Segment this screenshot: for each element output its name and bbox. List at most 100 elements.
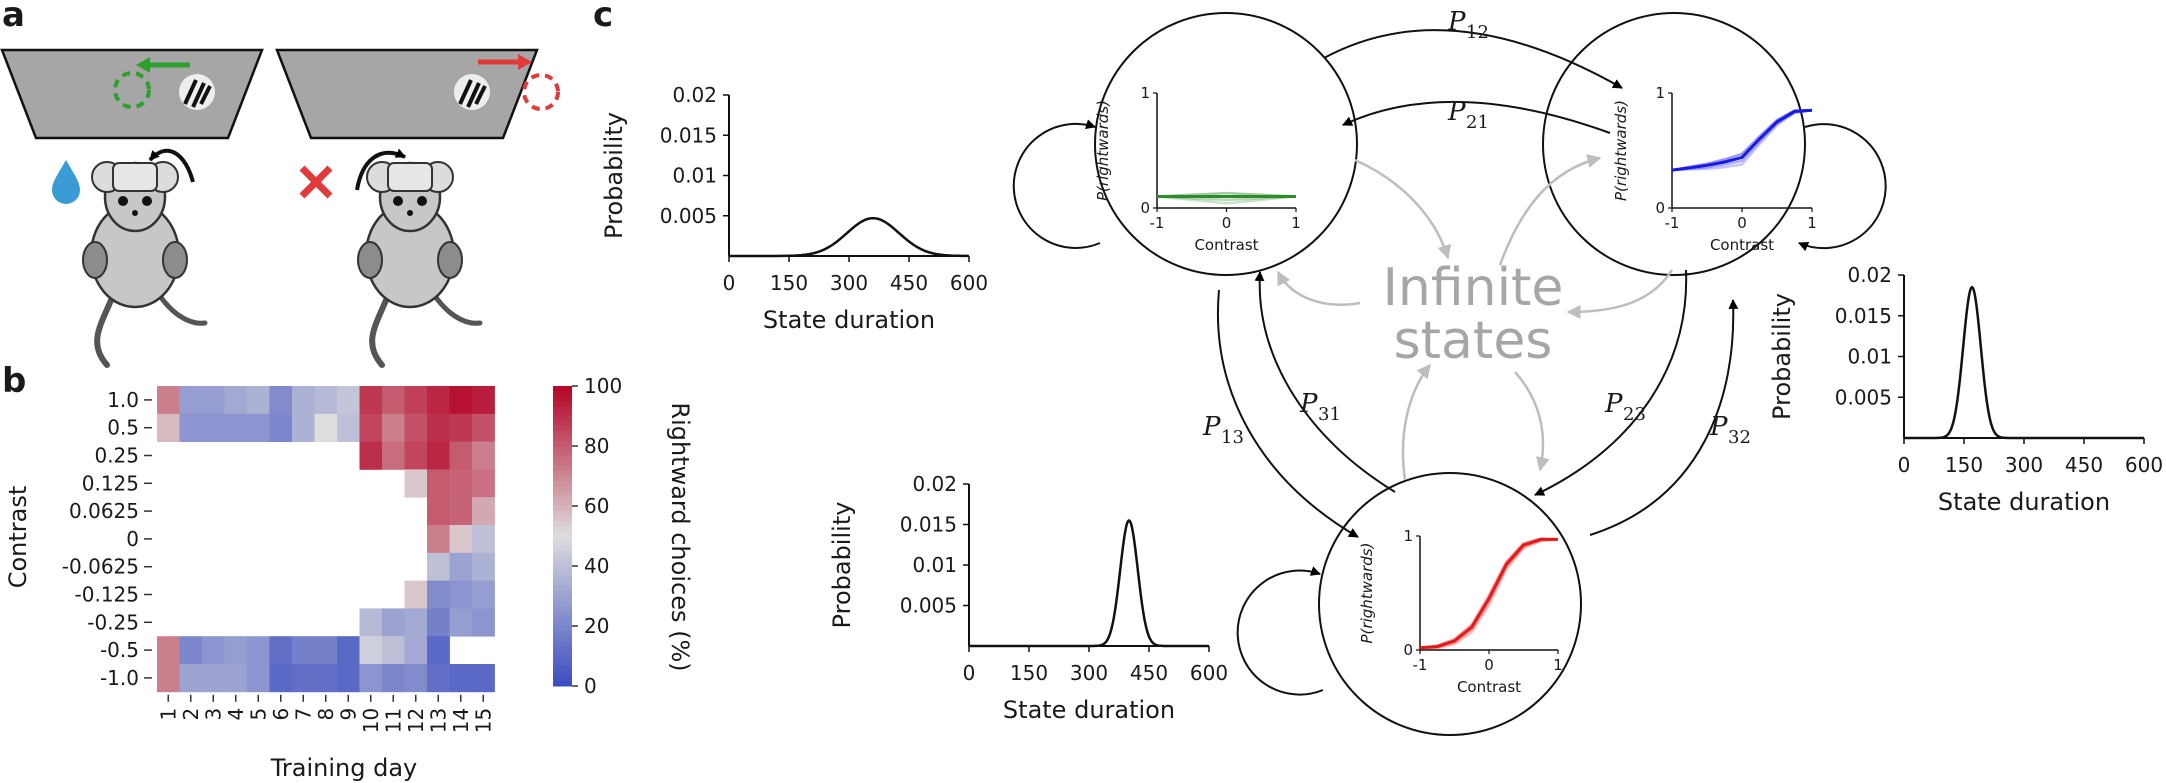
heatmap-cell <box>179 413 203 442</box>
colorbar-segment <box>553 566 572 572</box>
x-tick-label: 450 <box>2065 453 2103 477</box>
x-tick-label: 4 <box>224 708 248 721</box>
heatmap-cell <box>427 525 450 554</box>
colorbar-segment <box>553 411 572 417</box>
y-tick-label: 0.005 <box>1835 385 1892 409</box>
y-tick-label: -1.0 <box>100 666 139 690</box>
colorbar-segment <box>553 641 572 647</box>
heatmap-cell <box>202 636 225 665</box>
x-axis-title: State duration <box>1938 488 2110 516</box>
heatmap-cell <box>314 636 338 665</box>
heatmap-cell <box>449 497 473 526</box>
grey-arrow-2-in <box>1498 154 1602 266</box>
y-axis-title: Probability <box>1768 293 1796 420</box>
colorbar-segment <box>553 506 572 512</box>
x-tick-label: 0 <box>1737 214 1747 232</box>
heatmap-cell <box>427 469 450 498</box>
y-axis-title: Probability <box>600 112 628 239</box>
colorbar-segment <box>553 596 572 602</box>
transition-3-2 <box>1589 299 1739 536</box>
duration-curve <box>1904 285 2144 440</box>
colorbar-segment <box>553 656 572 662</box>
heatmap-cell <box>404 386 428 415</box>
colorbar-segment <box>553 661 572 667</box>
heatmap-cell <box>337 636 360 665</box>
heatmap-cell <box>247 664 270 693</box>
colorbar-tick-label: 80 <box>584 434 609 458</box>
x-tick-label: 11 <box>381 708 405 733</box>
colorbar-segment <box>553 606 572 612</box>
heatmap-cell <box>157 413 180 442</box>
colorbar-segment <box>553 651 572 657</box>
heatmap-cell <box>314 386 338 415</box>
heatmap-cell <box>359 386 383 415</box>
svg-text:P: P <box>1202 412 1221 442</box>
heatmap-cell <box>382 636 405 665</box>
heatmap-cell <box>247 386 270 415</box>
grey-arrow-2-out <box>1566 269 1674 319</box>
colorbar-segment <box>553 476 572 482</box>
heatmap-cell <box>427 497 450 526</box>
target-circle-red <box>522 73 560 111</box>
heatmap-cell <box>359 636 383 665</box>
x-tick-label: 1 <box>156 708 180 721</box>
infinite-states-line1: Infinite <box>1383 258 1564 318</box>
heatmap-cell <box>472 525 495 554</box>
colorbar-segment <box>553 681 572 687</box>
heatmap-cell <box>449 608 473 637</box>
y-tick-label: 0.01 <box>1847 345 1892 369</box>
y-tick-label: 0 <box>1655 199 1665 217</box>
x-axis-title: Contrast <box>1194 236 1258 254</box>
heatmap-cell <box>314 664 338 693</box>
psychometric-curve <box>1419 537 1558 650</box>
y-tick-label: -0.5 <box>100 638 139 662</box>
turn-arrow-right <box>355 148 406 191</box>
y-tick-label: 0.005 <box>900 594 957 618</box>
colorbar-tick-label: 40 <box>584 554 609 578</box>
water-drop-icon <box>52 160 80 204</box>
colorbar-segment <box>553 461 572 467</box>
heatmap-cell <box>472 552 495 581</box>
heatmap-cell <box>427 636 450 665</box>
heatmap-cell <box>292 636 315 665</box>
duration-curve <box>729 216 969 258</box>
heatmap-cell <box>269 636 293 665</box>
heatmap-cell <box>382 608 405 637</box>
turn-arrow-left <box>148 148 195 183</box>
colorbar-segment <box>553 646 572 652</box>
heatmap-cell <box>404 580 428 609</box>
heatmap-cell <box>404 441 428 470</box>
heatmap-cell <box>202 386 225 415</box>
y-tick-label: 0.015 <box>660 123 717 147</box>
heatmap-cell <box>449 441 473 470</box>
x-tick-label: 0 <box>723 271 736 295</box>
heatmap-cell <box>427 441 450 470</box>
x-tick-label: 1 <box>1553 656 1563 674</box>
y-tick-label: -0.25 <box>87 610 139 634</box>
panel-label-b: b <box>2 361 26 401</box>
heatmap-cell <box>472 413 495 442</box>
heatmap-cell <box>427 580 450 609</box>
y-tick-label: 0.5 <box>107 416 139 440</box>
transition-2-3 <box>1534 269 1688 496</box>
colorbar-tick-label: 100 <box>584 374 622 398</box>
svg-text:P: P <box>1447 7 1466 37</box>
x-axis-title: State duration <box>1003 696 1175 724</box>
panel-label-c: c <box>593 0 613 35</box>
y-tick-label: 1 <box>1655 84 1665 102</box>
heatmap-cell <box>449 552 473 581</box>
heatmap-cell <box>449 413 473 442</box>
colorbar-segment <box>553 541 572 547</box>
colorbar-segment <box>553 521 572 527</box>
heatmap-cell <box>292 386 315 415</box>
colorbar-segment <box>553 416 572 422</box>
x-tick-label: 9 <box>336 708 360 721</box>
colorbar-segment <box>553 456 572 462</box>
x-axis-title: State duration <box>763 306 935 334</box>
